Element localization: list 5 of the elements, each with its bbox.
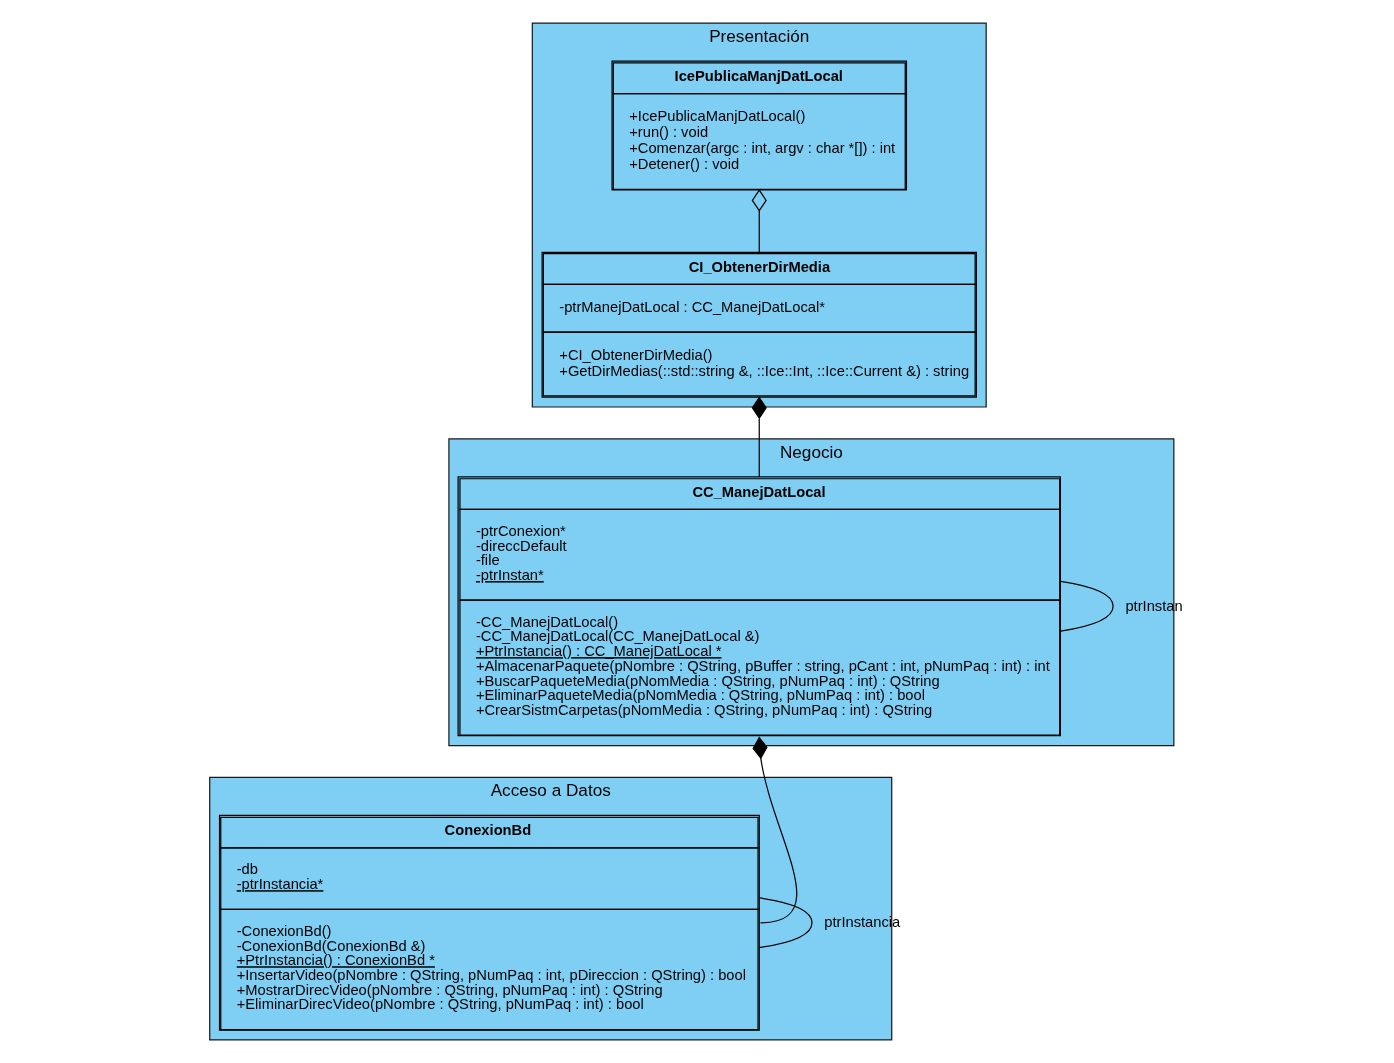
connector (752, 736, 798, 924)
connector (1060, 580, 1114, 632)
connector (751, 189, 767, 253)
connector (751, 396, 767, 478)
connector (758, 897, 813, 949)
